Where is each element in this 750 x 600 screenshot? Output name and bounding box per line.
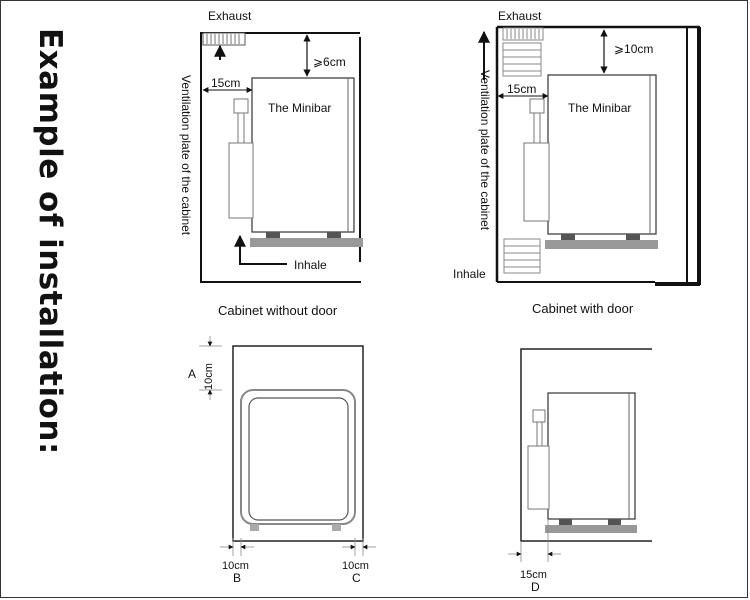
- rear-condenser: [523, 98, 550, 222]
- exhaust-label: Exhaust: [208, 9, 252, 23]
- exhaust-vent-icon: [502, 27, 544, 77]
- vent-plate-label: Ventilation plate of the cabinet: [478, 70, 492, 231]
- right-gap-label: 10cm: [342, 560, 369, 572]
- top-gap-letter: A: [188, 367, 196, 381]
- rear-condenser: [527, 409, 550, 510]
- front-view-diagram: 10cm A 10cm B 10cm C: [188, 336, 376, 585]
- rear-condenser: [228, 98, 254, 219]
- top-gap-label: ⩾10cm: [614, 42, 653, 56]
- minibar-base: [545, 525, 637, 533]
- cabinet-without-door-diagram: Exhaust ⩾6cm 15cm Ventilation plate of t…: [179, 9, 363, 318]
- minibar-label: The Minibar: [568, 101, 631, 115]
- top-gap-dimension: [199, 336, 222, 400]
- inhale-vent-icon: [503, 238, 541, 274]
- left-gap-label: 10cm: [222, 560, 249, 572]
- minibar-base: [545, 240, 658, 249]
- caption-without-door: Cabinet without door: [218, 303, 338, 318]
- inhale-label: Inhale: [294, 258, 327, 272]
- side-view-diagram: 15cm D: [508, 348, 652, 594]
- cabinet-with-door-diagram: Exhaust ⩾10cm 15cm Ventilation plate of …: [453, 9, 701, 316]
- side-gap-label: 15cm: [211, 76, 240, 90]
- right-gap-letter: C: [352, 571, 361, 585]
- exhaust-label: Exhaust: [498, 9, 542, 23]
- minibar-body: [547, 74, 657, 235]
- minibar-body: [547, 392, 636, 520]
- inhale-label: Inhale: [453, 267, 486, 281]
- rear-gap-letter: D: [531, 580, 540, 594]
- cabinet-side: [520, 348, 652, 542]
- rear-gap-label: 15cm: [520, 569, 547, 581]
- top-gap-label: ⩾6cm: [313, 55, 346, 69]
- top-gap-label: 10cm: [203, 363, 215, 390]
- left-gap-letter: B: [233, 571, 241, 585]
- minibar-base: [250, 238, 363, 247]
- side-gap-label: 15cm: [507, 82, 536, 96]
- exhaust-vent-icon: [202, 32, 246, 46]
- rear-gap-dimension: [508, 519, 561, 562]
- right-gap-dimension: [342, 538, 376, 556]
- minibar-label: The Minibar: [268, 101, 331, 115]
- minibar-body: [251, 77, 355, 233]
- vent-plate-label: Ventilation plate of the cabinet: [179, 75, 193, 236]
- left-gap-dimension: [220, 538, 254, 556]
- inhale-arrow: [234, 234, 287, 265]
- caption-with-door: Cabinet with door: [532, 301, 634, 316]
